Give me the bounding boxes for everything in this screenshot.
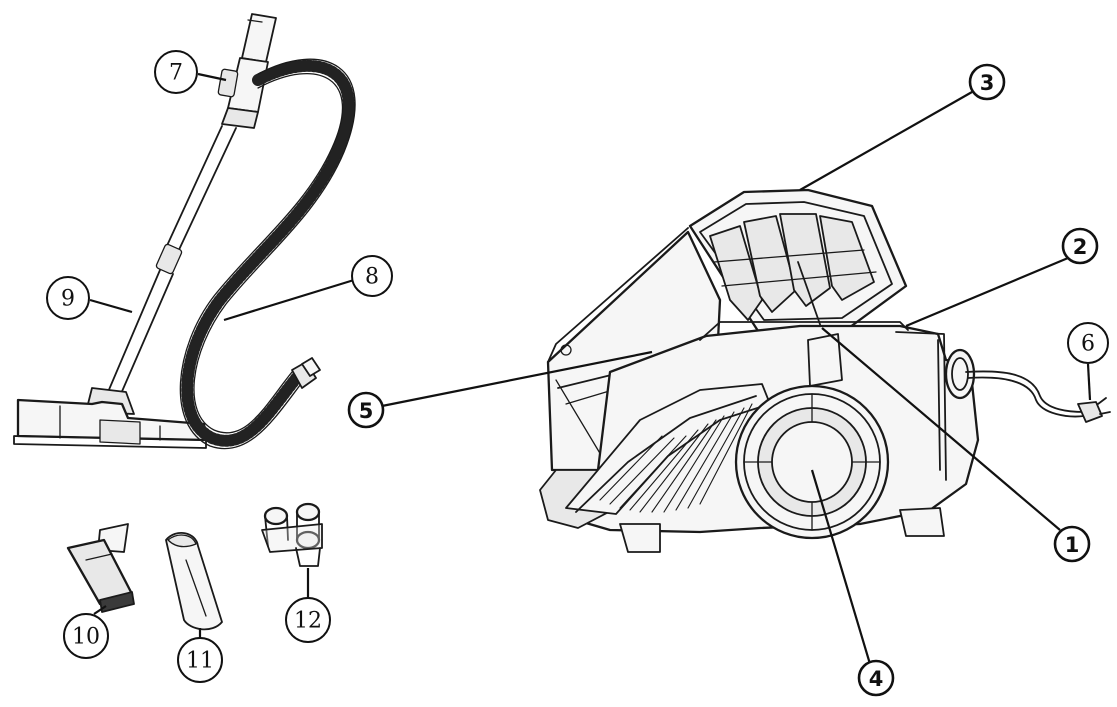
callout-5: 5	[347, 391, 385, 429]
leader-line-5	[381, 350, 653, 408]
callout-numbers: 1 2 3 4 5 6 7 8	[46, 50, 1109, 697]
callout-8: 8	[351, 255, 393, 297]
floor-nozzle	[13, 387, 208, 449]
svg-text:12: 12	[294, 609, 322, 634]
vacuum-main-body	[539, 188, 1111, 553]
svg-text:9: 9	[61, 287, 75, 312]
svg-text:10: 10	[72, 625, 100, 650]
svg-text:4: 4	[869, 667, 884, 691]
leader-line-2	[905, 256, 1069, 328]
leader-line-7	[197, 72, 227, 82]
power-cord	[965, 370, 1111, 423]
accessories	[66, 502, 323, 631]
callout-12: 12	[285, 597, 331, 643]
callout-2: 2	[1061, 227, 1099, 265]
leader-line-6	[1086, 363, 1092, 401]
hose-inlet	[944, 348, 976, 400]
crevice-tool	[165, 532, 223, 631]
callout-6: 6	[1067, 322, 1109, 364]
callout-1: 1	[1053, 525, 1091, 563]
callout-4: 4	[857, 659, 895, 697]
svg-text:1: 1	[1065, 533, 1080, 557]
leader-line-1	[821, 327, 1061, 531]
wheel	[734, 384, 890, 540]
hose-handle	[217, 13, 277, 129]
accessory-holder	[261, 502, 323, 567]
svg-text:11: 11	[186, 649, 214, 674]
flexible-hose	[179, 58, 356, 450]
callout-11: 11	[177, 637, 223, 683]
leader-line-3	[799, 91, 973, 191]
svg-text:6: 6	[1081, 332, 1095, 357]
leader-lines	[89, 72, 1092, 665]
upholstery-brush	[66, 523, 135, 613]
svg-text:2: 2	[1073, 235, 1088, 259]
leader-line-9	[89, 298, 133, 314]
callout-10: 10	[63, 613, 109, 659]
leader-line-8	[223, 278, 355, 322]
filter-cover	[688, 188, 908, 336]
callout-9: 9	[46, 276, 90, 320]
leader-line-4	[810, 469, 872, 665]
svg-text:5: 5	[359, 399, 374, 423]
svg-text:7: 7	[169, 61, 183, 86]
leader-line-10	[93, 605, 107, 615]
wand-and-hose-assembly	[13, 13, 356, 450]
svg-text:8: 8	[365, 265, 379, 290]
svg-text:3: 3	[980, 71, 995, 95]
callout-3: 3	[968, 63, 1006, 101]
extension-tube	[107, 125, 237, 397]
callout-7: 7	[154, 50, 198, 94]
